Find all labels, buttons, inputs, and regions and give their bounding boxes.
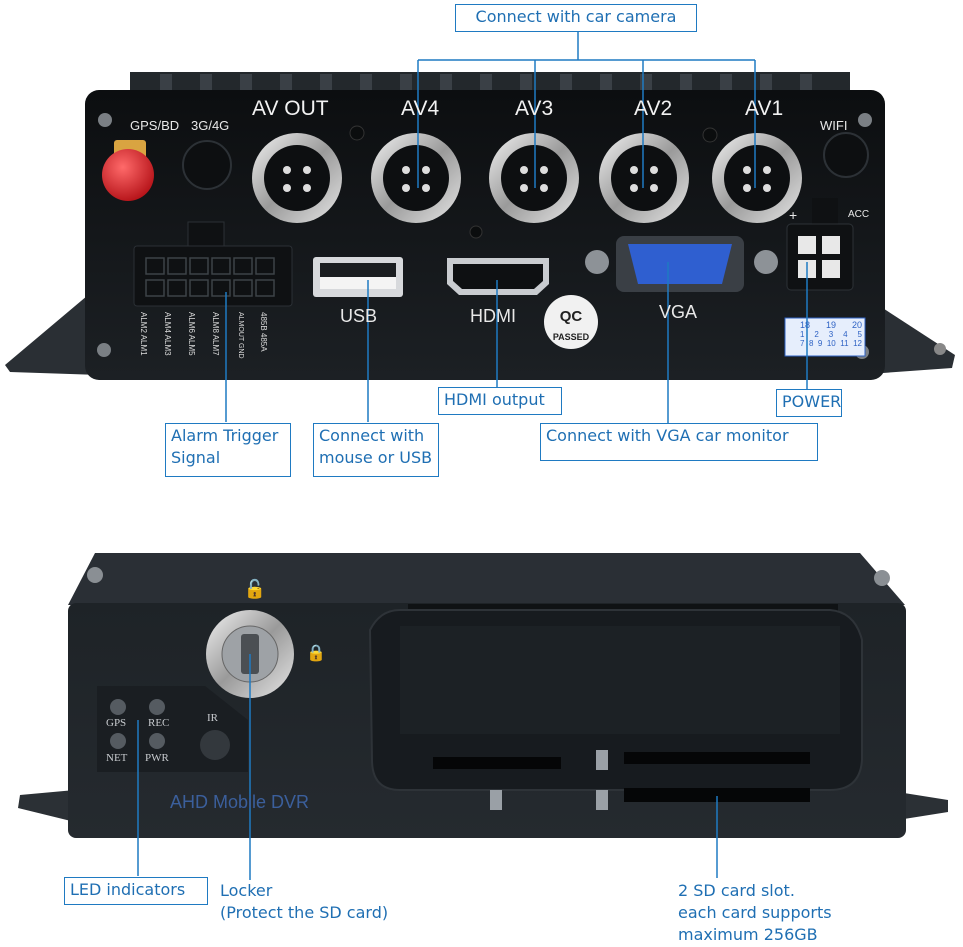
callout-alarm-line2: Signal — [171, 448, 221, 467]
av4-connector — [371, 133, 461, 223]
qc-passed-label: PASSED — [553, 332, 590, 342]
callout-usb: Connect with mouse or USB — [313, 423, 439, 477]
alm-label: 485B 485A — [259, 312, 268, 352]
alm-label: ALM4 ALM3 — [163, 312, 172, 356]
rear-panel: QC PASSED — [5, 72, 955, 380]
vga-port — [585, 236, 778, 292]
callout-vga: Connect with VGA car monitor — [540, 423, 818, 461]
led-rec — [149, 699, 165, 715]
sticker-num: 20 — [851, 320, 862, 330]
rear-left-flange — [5, 285, 100, 375]
rear-hdmi-label: HDMI — [470, 306, 516, 326]
led-net — [110, 733, 126, 749]
rear-av3-label: AV3 — [515, 97, 554, 120]
rear-plus-label: + — [789, 207, 798, 223]
sticker-num: 18 — [800, 320, 811, 330]
unlock-icon: 🔓 — [244, 578, 266, 599]
gps-antenna-connector — [102, 140, 154, 201]
callout-power: POWER — [776, 389, 842, 417]
rear-gps-label: GPS/BD — [130, 118, 180, 133]
sd-icon-3 — [596, 790, 608, 810]
rear-av1-label: AV1 — [745, 97, 784, 120]
alarm-terminal-block — [133, 221, 293, 307]
sd-slot-left — [433, 757, 561, 769]
wifi-port — [823, 132, 869, 178]
led-gps — [110, 699, 126, 715]
callout-sd-line1: 2 SD card slot. — [678, 881, 795, 900]
sd-drawer — [368, 604, 863, 810]
callout-locker-line2: (Protect the SD card) — [220, 903, 389, 922]
alm-label: ALM8 ALM7 — [211, 312, 220, 356]
alm-label: ALMOUT GND — [237, 312, 244, 359]
rear-avout-label: AV OUT — [252, 97, 329, 120]
callout-alarm-line1: Alarm Trigger — [171, 426, 279, 445]
callout-camera: Connect with car camera — [455, 4, 697, 32]
front-rec-label: REC — [148, 717, 170, 729]
sticker-num: 11 — [840, 339, 849, 348]
sd-icon-2 — [490, 790, 502, 810]
callout-led: LED indicators — [64, 877, 208, 905]
sd-icon-1 — [596, 750, 608, 770]
sticker-num: 5 — [857, 330, 862, 339]
sticker-num: 12 — [853, 339, 862, 348]
alm-label: ALM6 ALM5 — [187, 312, 196, 356]
callout-usb-line2: mouse or USB — [319, 448, 433, 467]
rear-usb-label: USB — [340, 306, 378, 326]
av2-connector — [599, 133, 689, 223]
front-model-label: AHD Mobile DVR — [170, 792, 310, 812]
lock-icon: 🔒 — [306, 644, 326, 662]
sd-slot-right-bottom — [624, 788, 810, 802]
rear-3g4g-label: 3G/4G — [191, 118, 230, 133]
sticker-num: 3 — [828, 330, 834, 339]
power-connector — [786, 198, 854, 291]
sticker-num: 8 — [808, 339, 814, 348]
qc-label: QC — [560, 308, 583, 325]
rear-av2-label: AV2 — [634, 97, 673, 120]
callout-usb-line1: Connect with — [319, 426, 425, 445]
sticker-num: 4 — [843, 330, 848, 339]
sticker-num: 7 — [800, 339, 805, 348]
rear-av4-label: AV4 — [401, 97, 440, 120]
front-gps-label: GPS — [106, 717, 127, 729]
rear-acc-label: ACC — [848, 209, 870, 220]
alm-labels: ALM2 ALM1 ALM4 ALM3 ALM6 ALM5 ALM8 ALM7 … — [139, 312, 300, 376]
front-pwr-label: PWR — [145, 752, 169, 764]
callout-locker-line1: Locker — [220, 881, 273, 900]
usb-port — [313, 257, 403, 297]
front-ir-label: IR — [207, 712, 218, 724]
wiring-sticker — [784, 317, 866, 357]
sticker-num: 10 — [826, 339, 836, 348]
sticker-numbers: 18 19 20 1 2 3 4 5 7 8 9 10 11 12 — [800, 320, 862, 348]
front-net-label: NET — [106, 752, 128, 764]
3g4g-port — [182, 140, 232, 190]
callout-sd: 2 SD card slot. each card supports maxim… — [678, 880, 878, 946]
callout-sd-line2: each card supports — [678, 903, 832, 922]
sticker-num: 1 — [800, 330, 805, 339]
front-panel: 🔓 🔒 — [18, 553, 948, 838]
led-pwr — [149, 733, 165, 749]
hdmi-port — [447, 258, 549, 295]
rear-wifi-label: WIFI — [820, 118, 848, 133]
sd-slot-right-top — [624, 752, 810, 764]
sticker-num: 2 — [814, 330, 819, 339]
qc-sticker: QC PASSED — [544, 295, 598, 349]
alm-label: ALM2 ALM1 — [139, 312, 148, 356]
callout-hdmi: HDMI output — [438, 387, 562, 415]
sticker-num: 19 — [825, 320, 836, 330]
ir-receiver — [200, 730, 230, 760]
rear-vga-label: VGA — [659, 302, 698, 322]
callout-locker: Locker (Protect the SD card) — [220, 880, 420, 924]
av-out-connector — [252, 133, 342, 223]
leader-lines — [137, 32, 808, 880]
callout-alarm: Alarm Trigger Signal — [165, 423, 291, 477]
sticker-num: 9 — [817, 339, 823, 348]
av3-connector — [489, 133, 579, 223]
callout-sd-line3: maximum 256GB — [678, 925, 818, 944]
av1-connector — [712, 133, 802, 223]
